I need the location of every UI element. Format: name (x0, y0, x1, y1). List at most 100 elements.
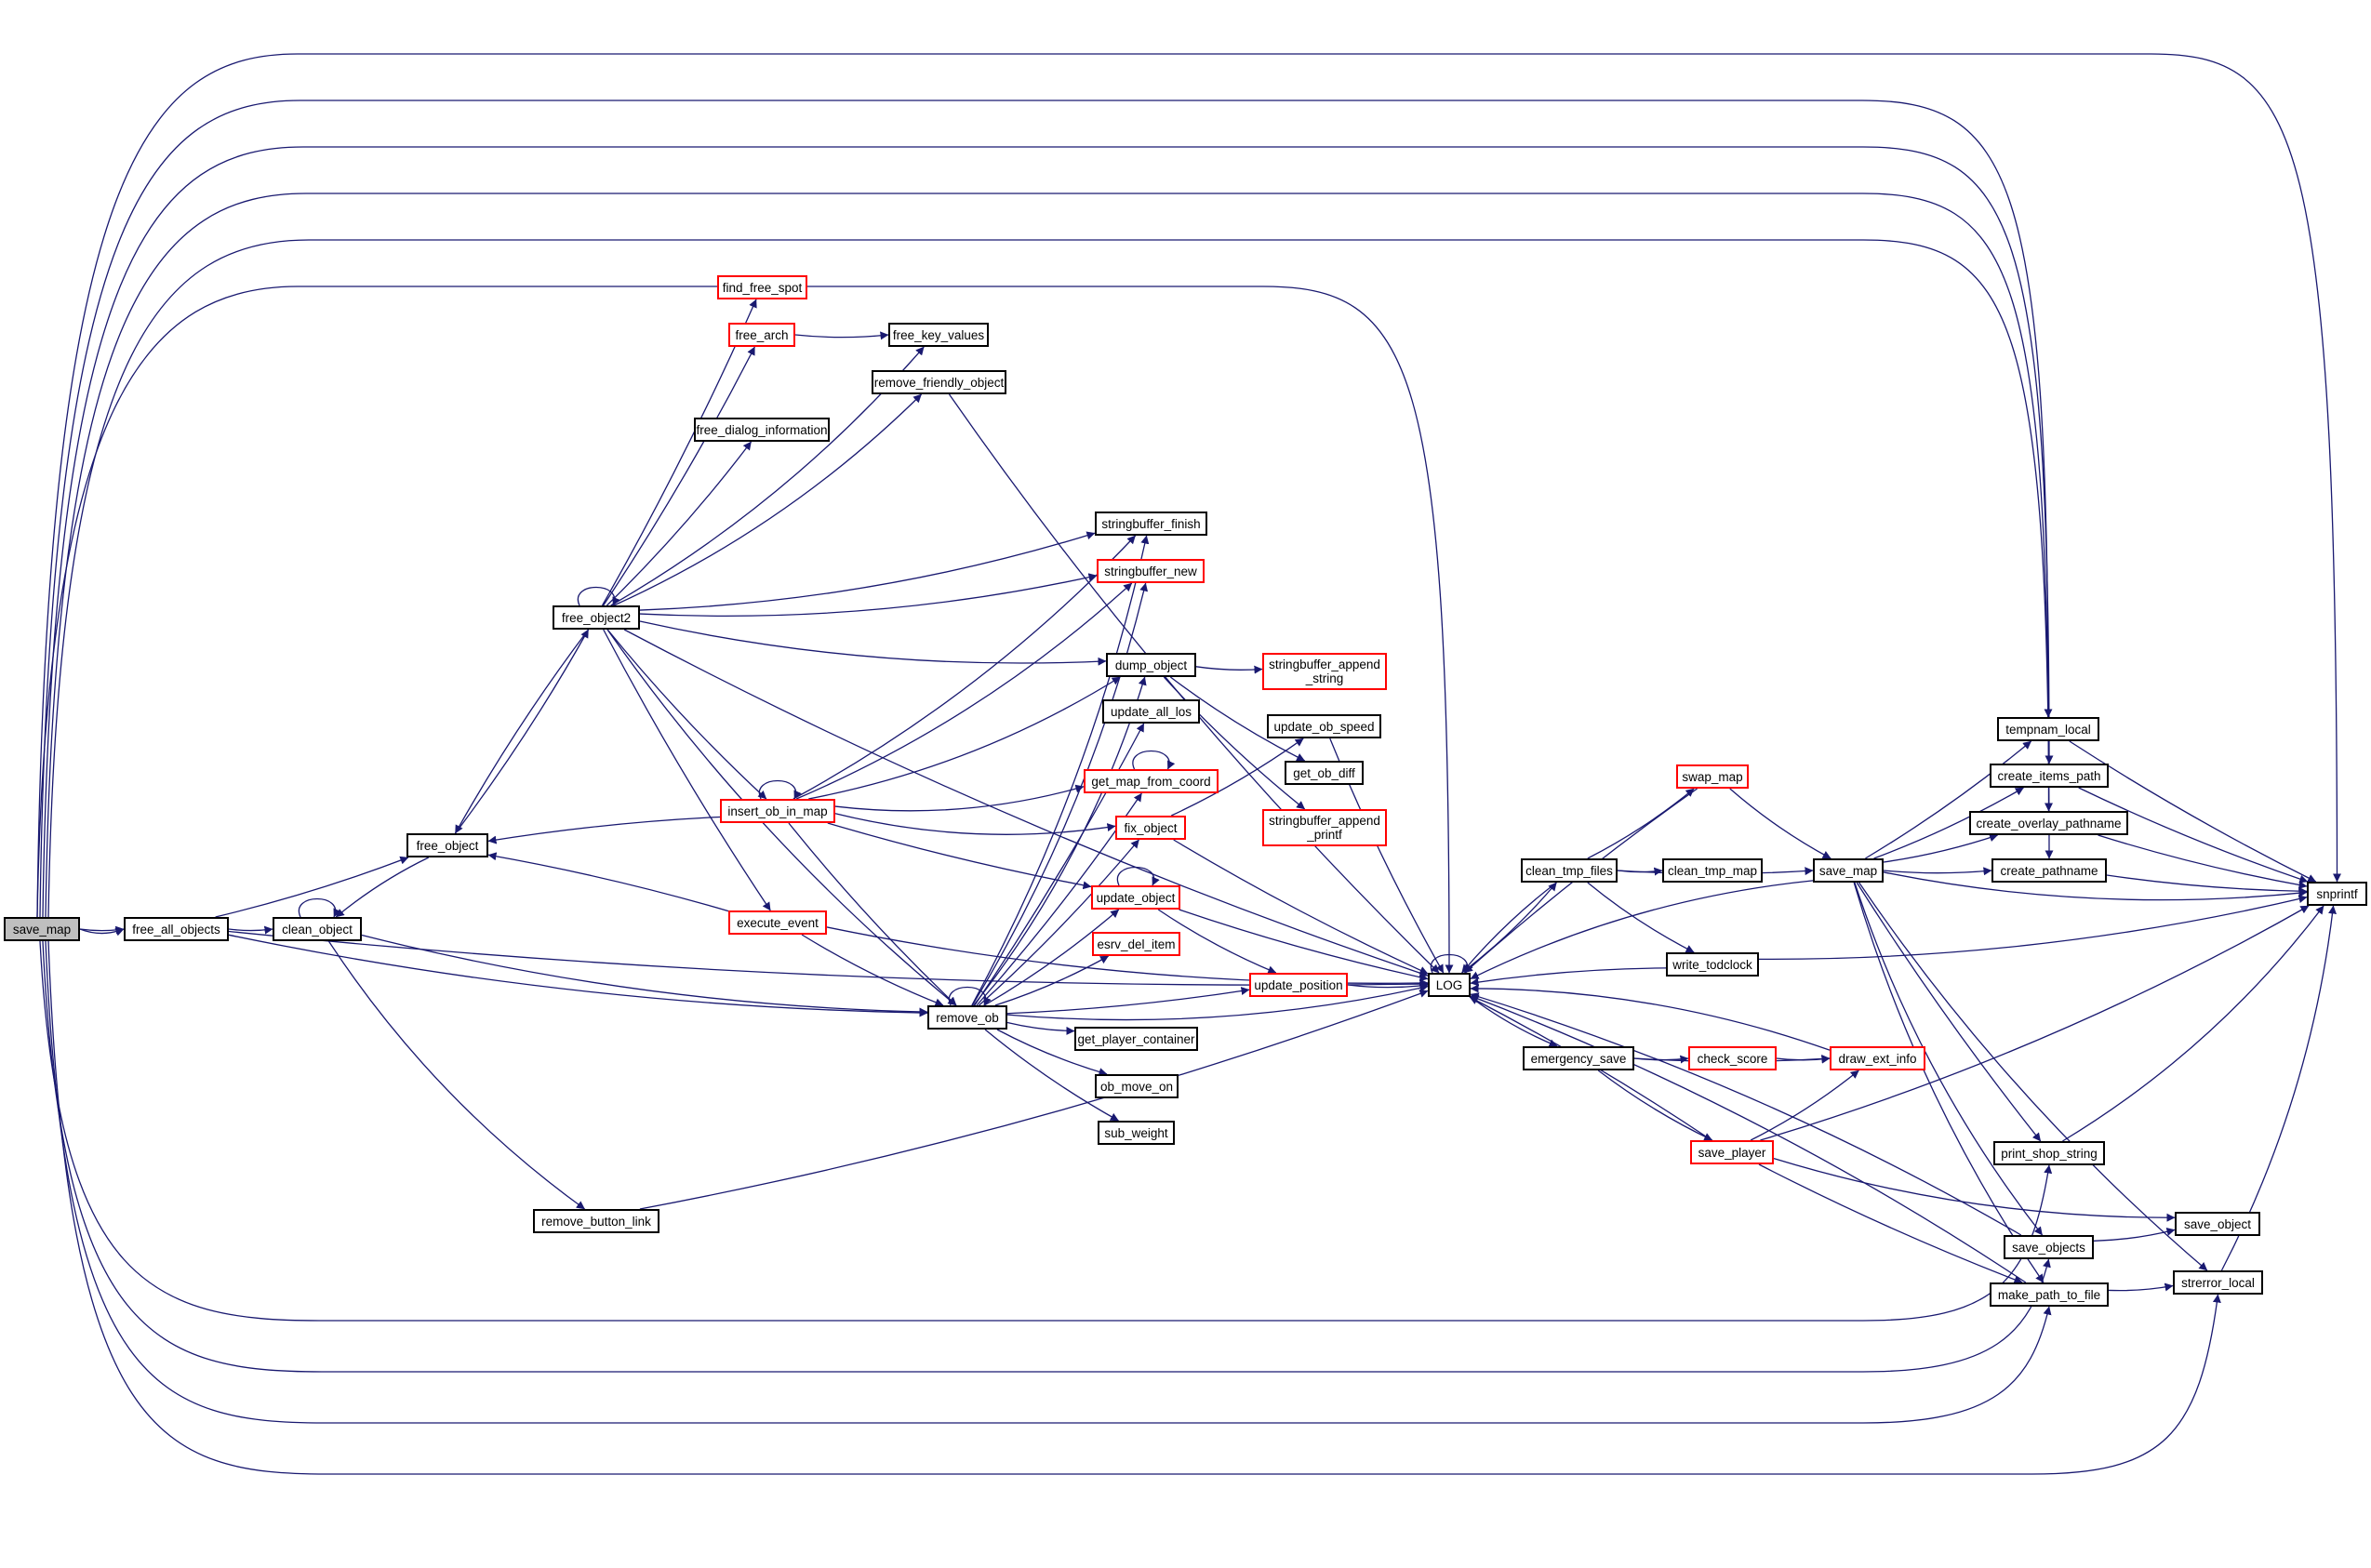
node-insert-ob-in-map[interactable]: insert_ob_in_map (720, 799, 835, 823)
node-free-all-objects[interactable]: free_all_objects (124, 917, 229, 941)
node-free-object[interactable]: free_object (406, 833, 488, 857)
edge-print_shop_string-to-snprintf (2062, 905, 2324, 1142)
node-free-object2[interactable]: free_object2 (553, 605, 640, 630)
edge-free_object-to-clean_object (335, 857, 430, 918)
edge-write_todclock-to-snprintf (1758, 895, 2308, 961)
node-clean-object[interactable]: clean_object (273, 917, 362, 941)
edge-draw_ext_info-to-LOG (1470, 984, 1831, 1051)
edge-clean_tmp_files-to-swap_map (1587, 788, 1695, 859)
edge-save_map_root-to-free_all_objects (79, 927, 125, 937)
edge-free_all_objects-to-remove_ob (228, 934, 928, 1017)
edge-dump_object-to-stringbuffer_append_printf (1163, 676, 1306, 810)
node-update-all-los[interactable]: update_all_los (1102, 699, 1200, 724)
node-emergency-save[interactable]: emergency_save (1523, 1046, 1634, 1070)
edge-remove_ob-to-fix_object (979, 839, 1139, 1006)
edge-LOG-to-clean_tmp_files (1461, 882, 1557, 974)
node-free-dialog-information[interactable]: free_dialog_information (694, 418, 830, 442)
node-get-map-from-coord[interactable]: get_map_from_coord (1084, 769, 1219, 793)
edge-update_object-to-LOG (1179, 909, 1429, 982)
node-get-ob-diff[interactable]: get_ob_diff (1285, 761, 1364, 785)
edge-save_player-to-draw_ext_info (1750, 1070, 1859, 1141)
edge-free_object2-to-stringbuffer_new (639, 573, 1098, 617)
edge-make_path_to_file-to-LOG (1470, 994, 2027, 1283)
edge-free_object2-to-LOG (623, 629, 1429, 977)
edge-free_object2-to-dump_object (639, 620, 1107, 666)
edge-save_map_root-to-strerror_local (47, 940, 2221, 1475)
node-find-free-spot[interactable]: find_free_spot (717, 275, 807, 299)
node-tempnam-local[interactable]: tempnam_local (1997, 717, 2099, 741)
edge-free_object2-to-free_dialog_information (606, 441, 753, 606)
node-strerror-local[interactable]: strerror_local (2173, 1270, 2263, 1295)
node-log[interactable]: LOG (1428, 973, 1471, 997)
edge-save_objects-to-LOG (1470, 992, 2022, 1236)
edge-insert_ob_in_map-to-fix_object (834, 813, 1116, 835)
node-swap-map[interactable]: swap_map (1676, 764, 1749, 789)
node-fix-object[interactable]: fix_object (1115, 816, 1186, 840)
edge-free_object-to-free_object2 (454, 629, 590, 834)
edge-save_map_root-to-create_pathname (47, 239, 2054, 918)
node-remove-ob[interactable]: remove_ob (927, 1005, 1007, 1030)
edge-dump_object-to-get_ob_diff (1169, 676, 1306, 762)
edge-write_todclock-to-LOG (1470, 967, 1667, 987)
edge-insert_ob_in_map-to-get_map_from_coord (834, 784, 1085, 812)
edge-save_map-to-snprintf (1883, 871, 2308, 901)
node-stringbuffer-new[interactable]: stringbuffer_new (1097, 559, 1205, 583)
node-get-player-container[interactable]: get_player_container (1074, 1027, 1198, 1051)
node-save-object[interactable]: save_object (2175, 1212, 2260, 1236)
edge-save_map_root-to-create_overlay_pathname (45, 193, 2053, 918)
edge-execute_event-to-free_object (487, 852, 729, 912)
edge-save_map-to-create_pathname (1883, 867, 1992, 876)
edge-clean_object-to-remove_ob (361, 934, 928, 1017)
edge-remove_ob-to-stringbuffer_finish (971, 535, 1150, 1006)
edge-remove_ob-to-update_object (983, 909, 1120, 1006)
node-ob-move-on[interactable]: ob_move_on (1095, 1074, 1179, 1098)
node-stringbuffer-append-string[interactable]: stringbuffer_append _string (1262, 653, 1387, 690)
edge-swap_map-to-save_map (1729, 788, 1832, 859)
node-print-shop-string[interactable]: print_shop_string (1993, 1141, 2105, 1165)
node-draw-ext-info[interactable]: draw_ext_info (1830, 1046, 1925, 1070)
edge-LOG-to-emergency_save (1470, 996, 1558, 1047)
node-save-map-root: save_map (4, 917, 80, 941)
node-stringbuffer-finish[interactable]: stringbuffer_finish (1095, 512, 1207, 536)
edge-save_player-to-snprintf (1760, 905, 2310, 1141)
edge-emergency_save-to-save_player (1597, 1070, 1713, 1141)
node-stringbuffer-append-printf[interactable]: stringbuffer_append _printf (1262, 809, 1387, 846)
node-free-key-values[interactable]: free_key_values (888, 323, 989, 347)
node-execute-event[interactable]: execute_event (728, 910, 827, 935)
node-write-todclock[interactable]: write_todclock (1666, 952, 1759, 977)
node-create-items-path[interactable]: create_items_path (1990, 764, 2109, 788)
node-save-objects[interactable]: save_objects (2004, 1235, 2094, 1259)
node-esrv-del-item[interactable]: esrv_del_item (1092, 932, 1180, 956)
node-clean-tmp-files[interactable]: clean_tmp_files (1521, 858, 1618, 883)
node-create-pathname[interactable]: create_pathname (1991, 858, 2107, 883)
node-update-position[interactable]: update_position (1249, 973, 1348, 997)
node-remove-friendly-object[interactable]: remove_friendly_object (872, 370, 1006, 394)
node-free-arch[interactable]: free_arch (728, 323, 795, 347)
node-make-path-to-file[interactable]: make_path_to_file (1990, 1282, 2109, 1307)
node-update-object[interactable]: update_object (1091, 885, 1180, 910)
node-snprintf[interactable]: snprintf (2307, 882, 2367, 906)
edge-free_object2-to-remove_friendly_object (613, 393, 923, 606)
edge-create_items_path-to-snprintf (2078, 787, 2309, 884)
edge-save_map_root-to-snprintf (36, 53, 2341, 918)
node-check-score[interactable]: check_score (1688, 1046, 1777, 1070)
edge-clean_tmp_files-to-LOG (1461, 882, 1557, 974)
edge-remove_ob-to-LOG (1006, 984, 1429, 1021)
node-update-ob-speed[interactable]: update_ob_speed (1267, 714, 1381, 738)
edge-save_objects-to-save_object (2093, 1228, 2176, 1242)
node-save-player[interactable]: save_player (1690, 1140, 1774, 1164)
node-save-map[interactable]: save_map (1813, 858, 1884, 883)
node-clean-tmp-map[interactable]: clean_tmp_map (1662, 858, 1763, 883)
edge-insert_ob_in_map-to-remove_ob (788, 822, 957, 1006)
node-dump-object[interactable]: dump_object (1106, 653, 1196, 677)
edge-save_map-to-LOG (1470, 880, 1814, 979)
edge-save_map_root-to-tempnam_local (39, 100, 2053, 918)
edge-insert_ob_in_map-to-insert_ob_in_map (758, 780, 802, 800)
node-create-overlay-pathname[interactable]: create_overlay_pathname (1969, 811, 2128, 835)
node-sub-weight[interactable]: sub_weight (1098, 1121, 1175, 1145)
edge-remove_ob-to-remove_ob (948, 987, 992, 1006)
edge-remove_ob-to-sub_weight (984, 1029, 1119, 1122)
node-remove-button-link[interactable]: remove_button_link (533, 1209, 659, 1233)
